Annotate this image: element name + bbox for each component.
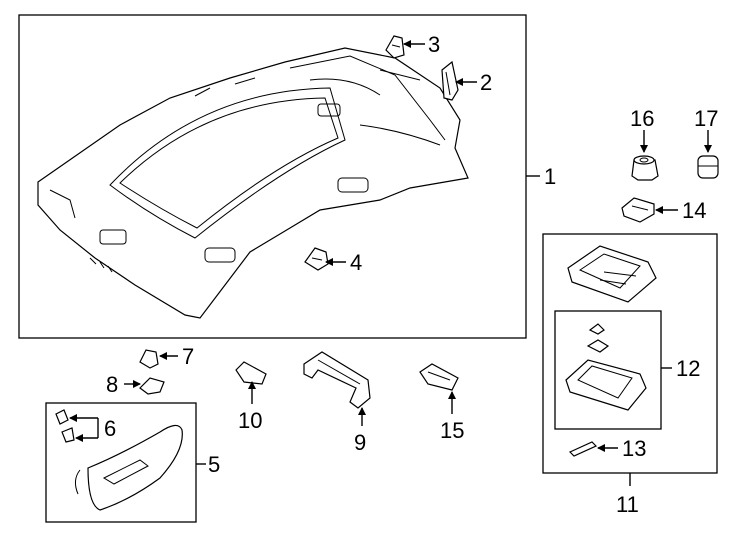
callout-labels: 1 2 3 4 5 6 7 8 9 10 11 12 13 14 15 16 1…: [104, 32, 718, 517]
sunvisor-group-box: [45, 402, 197, 523]
bumper-part-17: [697, 155, 719, 179]
clip-part-14: [621, 197, 655, 223]
clip-part-7: [139, 349, 159, 369]
callout-2: 2: [480, 70, 492, 95]
callout-3: 3: [428, 32, 440, 57]
bracket-part-13: [568, 441, 598, 457]
lamp-part-15: [419, 363, 459, 391]
clip-part-8: [139, 377, 165, 395]
dome-lamp-group-box: [554, 310, 662, 430]
leader-lines: [69, 40, 712, 486]
grab-handle-part: [303, 351, 371, 409]
callout-5: 5: [208, 452, 220, 477]
headliner-part: [37, 47, 469, 319]
callout-14: 14: [682, 198, 706, 223]
callout-9: 9: [354, 430, 366, 455]
callout-1: 1: [544, 164, 556, 189]
callout-6: 6: [104, 416, 116, 441]
dome-lamp-part: [565, 323, 647, 411]
callout-15: 15: [440, 418, 464, 443]
callout-10: 10: [238, 408, 262, 433]
callout-4: 4: [350, 250, 362, 275]
clip-part-3: [385, 35, 405, 59]
sunvisor-part: [55, 409, 183, 511]
lamp-part-10: [235, 361, 267, 385]
console-housing-part: [567, 245, 657, 303]
callout-7: 7: [182, 344, 194, 369]
retainer-part-4: [304, 247, 329, 271]
callout-11: 11: [616, 492, 639, 517]
bumper-part-16: [631, 155, 659, 181]
callout-16: 16: [630, 106, 654, 131]
callout-13: 13: [622, 436, 646, 461]
callout-12: 12: [676, 356, 700, 381]
clip-part-2: [441, 60, 459, 101]
callout-17: 17: [694, 106, 718, 131]
callout-8: 8: [106, 372, 118, 397]
